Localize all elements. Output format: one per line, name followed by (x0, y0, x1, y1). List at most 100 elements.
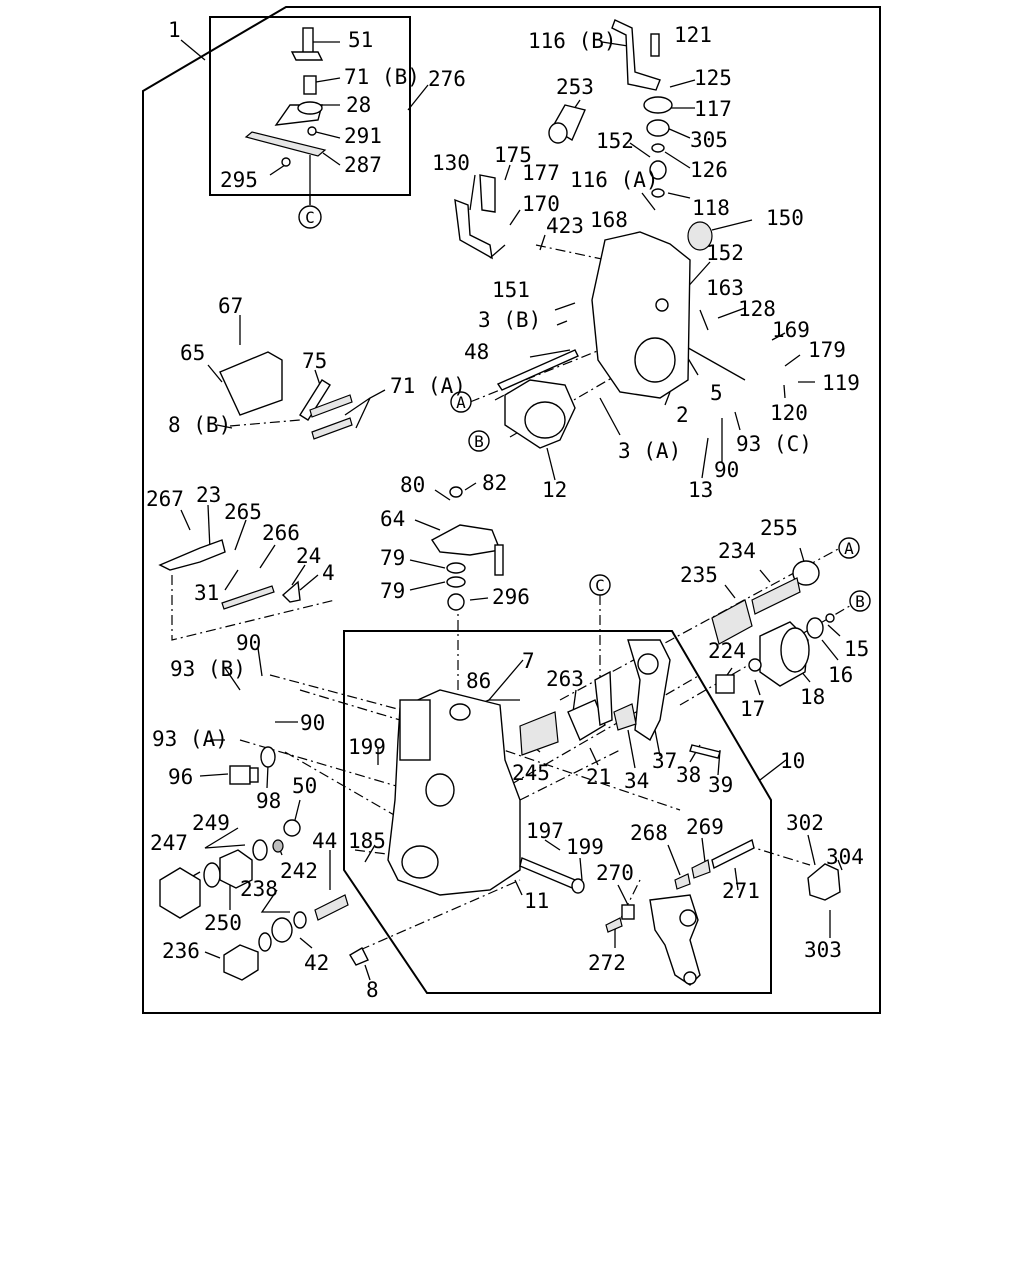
part-label: 37 (652, 749, 677, 773)
svg-text:B: B (474, 432, 484, 451)
callout-c-top: C (298, 205, 322, 229)
part-label: 44 (312, 829, 337, 853)
part-label: 249 (192, 811, 230, 835)
part-label: 42 (304, 951, 329, 975)
part-label: 90 (300, 711, 325, 735)
svg-text:B: B (855, 592, 865, 611)
part-label: 269 (686, 815, 724, 839)
part-label: 265 (224, 500, 262, 524)
part-label: 65 (180, 341, 205, 365)
part-label: 234 (718, 539, 756, 563)
sub-assembly-frame-10 (343, 630, 772, 994)
part-labels: 1 51 71 (B) 276 28 291 287 295 116 (B) 1… (146, 18, 869, 1002)
part-label: 199 (348, 735, 386, 759)
svg-text:C: C (595, 576, 605, 595)
part-label: 7 (522, 649, 535, 673)
part-label: 272 (588, 951, 626, 975)
part-label: 163 (706, 276, 744, 300)
part-label: 64 (380, 507, 405, 531)
part-label: 3 (A) (618, 439, 681, 463)
part-label: 253 (556, 75, 594, 99)
part-shapes (158, 19, 841, 986)
callout-c-mid: C (589, 574, 611, 596)
part-label: 80 (400, 473, 425, 497)
part-label: 118 (692, 196, 730, 220)
part-label: 39 (708, 773, 733, 797)
part-label: 48 (464, 340, 489, 364)
part-label: 245 (512, 761, 550, 785)
part-label: 51 (348, 28, 373, 52)
part-label: 120 (770, 401, 808, 425)
svg-text:C: C (305, 208, 315, 227)
part-label: 28 (346, 93, 371, 117)
part-label: 50 (292, 774, 317, 798)
outer-frame (142, 6, 881, 1014)
part-label: 151 (492, 278, 530, 302)
part-label: 116 (B) (528, 29, 617, 53)
part-label: 93 (C) (736, 432, 812, 456)
part-label: 150 (766, 206, 804, 230)
callout-a-left: A (450, 391, 472, 413)
part-label: 423 (546, 214, 584, 238)
part-label: 34 (624, 769, 649, 793)
part-label: 268 (630, 821, 668, 845)
part-label: 271 (722, 879, 760, 903)
part-label: 71 (A) (390, 374, 466, 398)
part-label: 117 (694, 97, 732, 121)
part-label: 199 (566, 835, 604, 859)
part-label: 170 (522, 192, 560, 216)
part-label: 116 (A) (570, 168, 659, 192)
part-label: 185 (348, 829, 386, 853)
part-label: 250 (204, 911, 242, 935)
callout-a-right: A (838, 537, 860, 559)
part-label: 175 (494, 143, 532, 167)
part-label: 82 (482, 471, 507, 495)
part-label: 152 (706, 241, 744, 265)
part-label: 242 (280, 859, 318, 883)
part-label: 270 (596, 861, 634, 885)
part-label: 17 (740, 697, 765, 721)
part-label: 23 (196, 483, 221, 507)
part-label: 169 (772, 318, 810, 342)
part-label: 291 (344, 124, 382, 148)
part-label: 10 (780, 749, 805, 773)
callout-b-right: B (849, 590, 871, 612)
part-label: 96 (168, 765, 193, 789)
part-label: 236 (162, 939, 200, 963)
part-label: 8 (B) (168, 413, 231, 437)
part-label: 15 (844, 637, 869, 661)
part-label: 24 (296, 544, 321, 568)
part-label: 90 (714, 458, 739, 482)
part-label: 263 (546, 667, 584, 691)
part-label: 3 (B) (478, 308, 541, 332)
svg-text:A: A (456, 393, 466, 412)
part-label: 303 (804, 938, 842, 962)
part-label: 295 (220, 168, 258, 192)
part-label: 119 (822, 371, 860, 395)
part-label: 13 (688, 478, 713, 502)
part-label: 125 (694, 66, 732, 90)
part-label: 11 (524, 889, 549, 913)
part-label: 121 (674, 23, 712, 47)
part-label: 224 (708, 639, 746, 663)
part-label: 75 (302, 349, 327, 373)
part-label: 5 (710, 381, 723, 405)
part-label: 8 (366, 978, 379, 1002)
part-label: 71 (B) (344, 65, 420, 89)
part-label: 93 (B) (170, 657, 246, 681)
part-label: 152 (596, 129, 634, 153)
part-label: 296 (492, 585, 530, 609)
svg-text:A: A (844, 539, 854, 558)
part-label: 79 (380, 546, 405, 570)
part-label: 238 (240, 877, 278, 901)
part-label: 79 (380, 579, 405, 603)
part-label: 98 (256, 789, 281, 813)
part-label: 177 (522, 161, 560, 185)
part-label: 304 (826, 845, 864, 869)
part-label: 305 (690, 128, 728, 152)
part-label: 168 (590, 208, 628, 232)
part-label: 31 (194, 581, 219, 605)
part-label: 128 (738, 297, 776, 321)
callout-b-left: B (468, 430, 490, 452)
